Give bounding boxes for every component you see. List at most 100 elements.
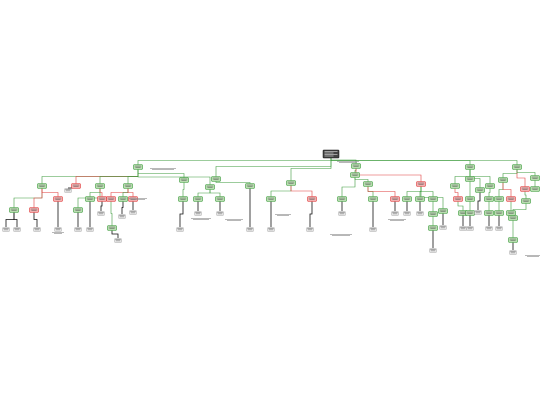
tree-edge	[209, 189, 221, 197]
node-text-line	[523, 201, 529, 202]
leaf-node	[216, 211, 224, 216]
tree-edge	[367, 186, 396, 197]
leaf-node-text-line	[87, 228, 93, 229]
failed-step-node	[53, 196, 63, 202]
node-text-line	[486, 213, 492, 214]
step-node	[508, 215, 518, 221]
node-text-line	[107, 197, 115, 199]
step-node	[211, 176, 221, 182]
node-text-line	[352, 175, 358, 176]
leaf-node-text-line	[55, 228, 61, 229]
step-node	[484, 210, 494, 216]
node-text-line	[55, 199, 61, 200]
leaf-node-text-line	[119, 215, 125, 216]
leaf-node-text-line	[510, 251, 516, 252]
leaf-node	[403, 211, 411, 216]
node-text-line	[180, 199, 186, 200]
leaf-node	[369, 227, 377, 232]
step-node	[506, 210, 516, 216]
leaf-node	[194, 211, 202, 216]
leaf-node-text-line	[195, 213, 201, 215]
node-text-line	[510, 240, 516, 241]
leaf-node	[509, 250, 517, 255]
leaf-node	[439, 225, 447, 230]
node-text-line	[522, 189, 528, 190]
leaf-node-text-line	[460, 228, 466, 230]
node-text-line	[531, 176, 539, 178]
leaf-node	[97, 211, 105, 216]
node-text-line	[466, 211, 474, 213]
node-text-line	[217, 199, 223, 200]
leaf-node	[74, 227, 82, 232]
step-node	[350, 172, 360, 178]
annotation-text-line	[390, 220, 404, 221]
leaf-node-text-line	[268, 228, 274, 229]
node-text-line	[179, 197, 187, 199]
node-text-line	[308, 197, 316, 199]
tree-edge	[137, 156, 332, 165]
leaf-node	[13, 227, 21, 232]
failed-step-node	[71, 183, 81, 189]
tree-edge	[121, 201, 124, 214]
leaf-node-text-line	[430, 249, 436, 250]
tree-edge	[33, 188, 43, 208]
leaf-node-text-line	[247, 228, 253, 229]
tree-edge	[33, 212, 38, 227]
failed-step-node	[390, 196, 400, 202]
leaf-node-text-line	[115, 240, 121, 242]
leaf-node-text-line	[195, 212, 201, 213]
tree-edge	[498, 182, 504, 197]
failed-step-node	[97, 196, 107, 202]
node-text-line	[500, 180, 506, 181]
step-node	[428, 196, 438, 202]
leaf-node	[306, 227, 314, 232]
tree-edge	[354, 177, 369, 182]
node-text-line	[416, 197, 424, 199]
leaf-node-text-line	[475, 212, 481, 214]
step-node	[438, 208, 448, 214]
leaf-node-text-line	[130, 212, 136, 214]
step-node	[450, 183, 460, 189]
node-text-line	[430, 228, 436, 229]
failed-step-node	[128, 196, 138, 202]
leaf-node	[33, 227, 41, 232]
node-text-line	[532, 189, 538, 190]
node-text-line	[97, 186, 103, 187]
node-text-line	[486, 199, 492, 200]
step-node	[508, 237, 518, 243]
tree-edge	[127, 169, 139, 184]
failed-step-node	[520, 186, 530, 192]
node-text-line	[180, 178, 188, 180]
node-text-line	[73, 186, 79, 187]
step-node	[465, 176, 475, 182]
tree-edge	[100, 201, 103, 211]
node-text-line	[108, 226, 116, 228]
node-text-line	[429, 197, 437, 199]
node-text-line	[38, 184, 46, 186]
step-node	[133, 164, 143, 170]
step-node	[415, 196, 425, 202]
failed-step-node	[106, 196, 116, 202]
tree-edge	[341, 177, 356, 197]
step-node	[37, 183, 47, 189]
node-text-line	[460, 213, 466, 214]
leaf-node-text-line	[510, 252, 516, 254]
node-text-line	[309, 199, 315, 200]
leaf-node-text-line	[119, 216, 125, 218]
step-node	[178, 196, 188, 202]
tree-edge	[182, 182, 185, 197]
tree-edge	[502, 182, 512, 197]
annotation-text-line	[225, 219, 243, 220]
leaf-node-text-line	[87, 229, 93, 231]
node-text-line	[195, 199, 201, 200]
leaf-node-text-line	[486, 228, 492, 230]
step-node	[485, 183, 495, 189]
tree-edge	[454, 188, 459, 197]
node-text-line	[287, 181, 295, 183]
leaf-node	[246, 227, 254, 232]
leaf-node-text-line	[496, 227, 502, 228]
tree-edge	[516, 169, 526, 187]
node-text-line	[404, 199, 410, 200]
node-text-line	[370, 199, 376, 200]
node-text-line	[96, 184, 104, 186]
